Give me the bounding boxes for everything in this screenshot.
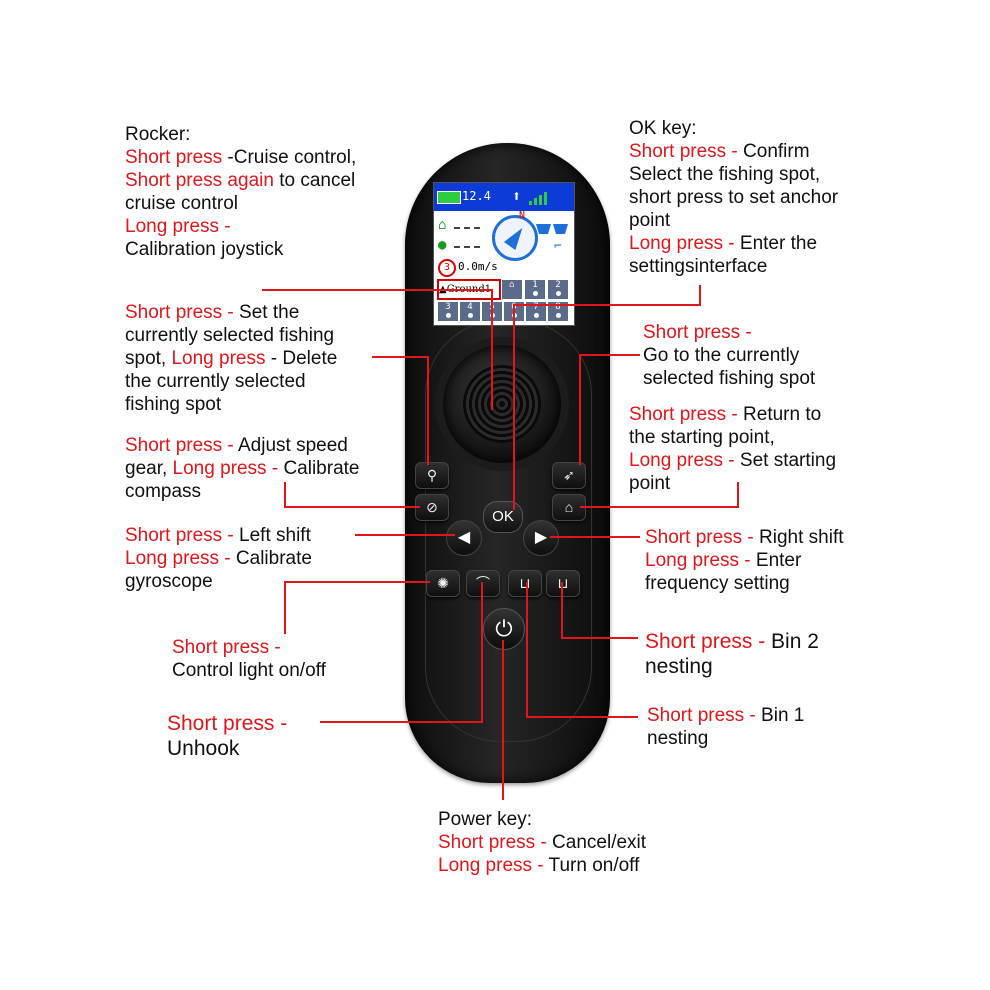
leader-line-home <box>580 482 739 508</box>
left-shift-annotation: Short press - Left shift Long press - Ca… <box>125 525 312 592</box>
spot-cell: 2 <box>547 279 569 300</box>
leader-line-bin1 <box>526 582 638 718</box>
set-spot-button[interactable]: ⚲ <box>415 462 449 489</box>
bins-icon <box>536 219 572 234</box>
screen-divider <box>454 227 480 229</box>
speaker-grille <box>463 365 541 443</box>
home-cell-icon: ⌂ <box>501 279 523 300</box>
ok-key-annotation: OK key: Short press - Confirm Select the… <box>629 118 839 277</box>
compass-icon <box>492 215 538 261</box>
power-annotation: Power key: Short press - Cancel/exit Lon… <box>438 809 647 876</box>
power-title: Power key: <box>438 809 532 830</box>
left-shift-button[interactable]: ◀ <box>446 520 482 556</box>
screen-status-bar: 12.4 ⬆ <box>434 183 574 211</box>
hook-icon: ⌐ <box>554 239 562 254</box>
signal-icon <box>529 191 555 205</box>
light-button[interactable]: ✺ <box>426 570 460 597</box>
bin2-annotation: Short press - Bin 2 nesting <box>645 630 819 678</box>
screen-velocity: 0.0m/s <box>458 260 498 273</box>
leader-line-light <box>284 581 430 634</box>
spot-cell: 3 <box>437 301 459 322</box>
rocker-annotation: Rocker: Short press -Cruise control, Sho… <box>125 124 357 260</box>
light-annotation: Short press - Control light on/off <box>172 637 326 681</box>
light-icon: ✺ <box>437 575 449 591</box>
leader-line-go-spot <box>579 354 640 465</box>
ok-button[interactable]: OK <box>483 501 523 533</box>
bin1-button[interactable]: ⊔ <box>508 570 542 597</box>
power-icon: ⏻ <box>495 616 513 641</box>
spot-cell: 4 <box>459 301 481 322</box>
right-shift-annotation: Short press - Right shift Long press - E… <box>645 527 844 594</box>
compass-north-label: N <box>519 210 526 221</box>
home-icon: ⌂ <box>564 499 574 515</box>
remote-screen: 12.4 ⬆ ⌂ ● N ⌐ 3 0.0m/s ▲Ground1 ⌂ 1 2 3… <box>433 182 575 326</box>
location-pin-icon: ⚲ <box>426 467 438 483</box>
speed-button[interactable]: ⊘ <box>415 494 449 521</box>
rocker-title: Rocker: <box>125 124 191 145</box>
location-pin-icon: ● <box>438 237 447 253</box>
power-button[interactable]: ⏻ <box>483 608 525 650</box>
leader-line-rocker <box>262 289 493 410</box>
spot-cell: 8 <box>547 301 569 322</box>
bin1-icon: ⊔ <box>519 575 531 591</box>
navigate-icon: ➶ <box>563 467 575 483</box>
set-spot-annotation: Short press - Set the currently selected… <box>125 302 338 415</box>
ok-key-title: OK key: <box>629 118 697 139</box>
home-annotation: Short press - Return to the starting poi… <box>629 404 837 494</box>
left-arrow-icon: ◀ <box>457 529 471 546</box>
leader-line-speed <box>284 482 420 508</box>
bin1-annotation: Short press - Bin 1 nesting <box>647 705 805 749</box>
speed-gear-badge: 3 <box>438 259 456 277</box>
right-arrow-icon: ▶ <box>534 529 548 546</box>
leader-line-ok <box>513 285 701 510</box>
go-spot-annotation: Short press - Go to the currently select… <box>643 322 816 389</box>
screen-divider <box>454 246 480 248</box>
battery-icon <box>437 191 461 204</box>
leader-line-bin2 <box>561 582 638 639</box>
leader-line-set-spot <box>372 356 429 465</box>
up-arrow-icon: ⬆ <box>512 187 522 205</box>
speed-annotation: Short press - Adjust speed gear, Long pr… <box>125 435 360 502</box>
screen-speed: 12.4 <box>462 189 491 203</box>
spot-cell: 1 <box>524 279 546 300</box>
leader-line-unhook <box>320 582 483 723</box>
spot-cell: 7 <box>525 301 547 322</box>
unhook-annotation: Short press - Unhook <box>167 712 288 760</box>
go-spot-button[interactable]: ➶ <box>552 462 586 489</box>
speed-gauge-icon: ⊘ <box>426 499 438 515</box>
home-icon: ⌂ <box>438 217 447 233</box>
